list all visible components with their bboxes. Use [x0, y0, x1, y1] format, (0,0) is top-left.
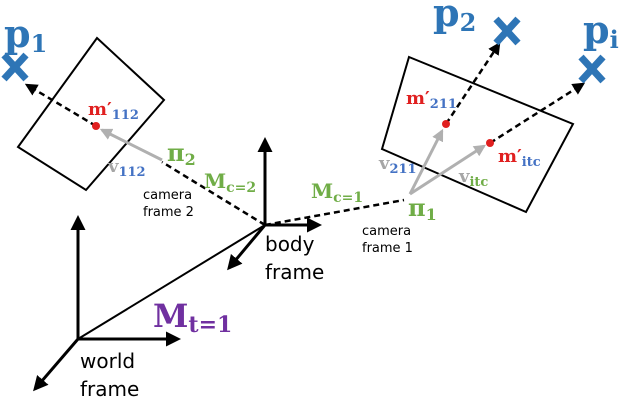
ray-p1: [24, 83, 97, 128]
label-mitc: m′itc: [498, 146, 541, 170]
label-v112: v112: [107, 156, 146, 180]
feature-dot-m112: [92, 122, 100, 130]
feature-dot-m211: [442, 120, 450, 128]
cross-icon-pi: [578, 54, 606, 84]
feature-dot-mitc: [486, 139, 494, 147]
cross-icon-p2: [493, 16, 521, 46]
cross-icon-p1: [1, 52, 29, 82]
vector-vitc: [409, 144, 487, 196]
world-to-body-line: [77, 224, 266, 340]
extrinsic-camera-1: [264, 198, 405, 227]
label-mt1: Mt=1: [153, 297, 232, 338]
label-p2: p2: [433, 0, 476, 37]
label-vitc: vitc: [458, 166, 488, 190]
vector-v112: [99, 128, 163, 162]
label-mc1: Mc=1: [311, 179, 363, 206]
image-plane-1: [380, 55, 575, 214]
label-m112: m′112: [88, 99, 139, 123]
body-axis-y: [227, 224, 267, 271]
label-pi: pi: [583, 7, 619, 54]
label-pi2: π2: [167, 138, 196, 169]
label-p1: p1: [4, 11, 47, 58]
label-pi1: π1: [408, 193, 437, 224]
label-v211: v211: [378, 153, 417, 177]
label-m211: m′211: [406, 88, 457, 112]
ray-p2: [444, 41, 501, 125]
extrinsic-camera-2: [161, 160, 266, 227]
image-plane-2: [16, 36, 166, 192]
world-axis-y: [33, 338, 80, 392]
label-mc2: Mc=2: [204, 169, 256, 196]
ray-pi: [489, 82, 586, 145]
vector-v211: [408, 128, 444, 195]
